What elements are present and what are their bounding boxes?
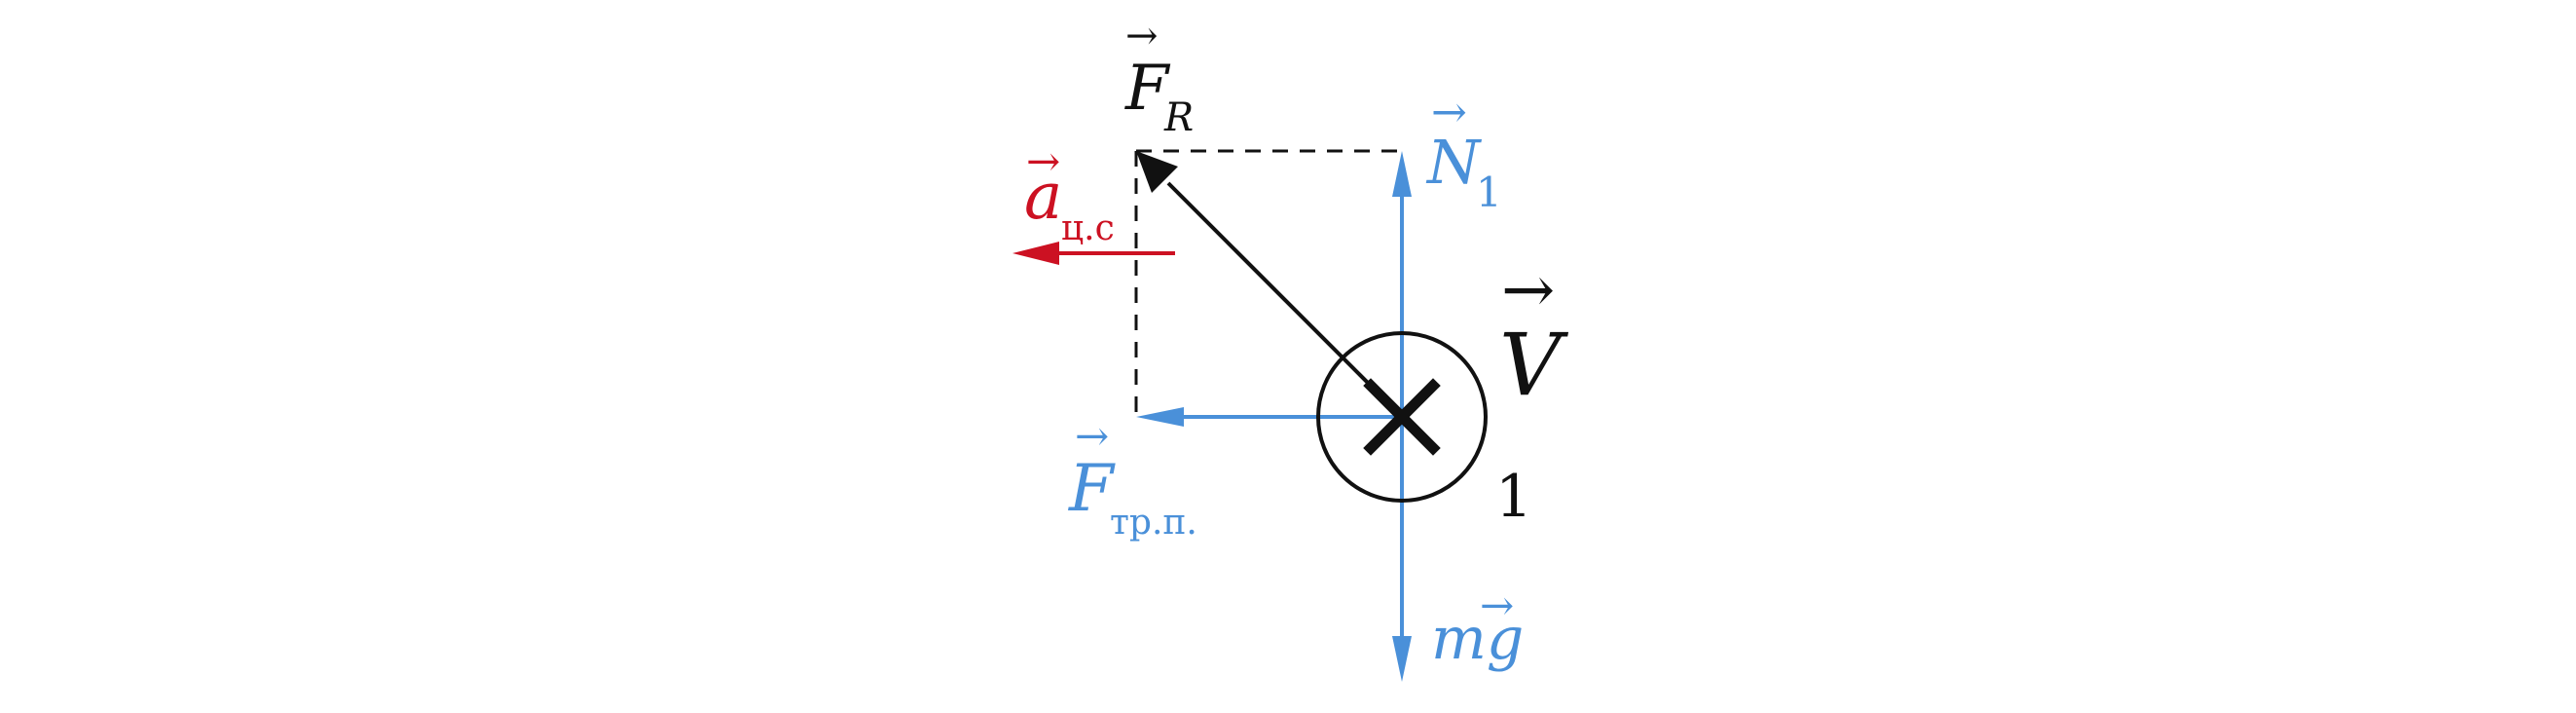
friction-arrow-glyph: →: [1075, 412, 1109, 460]
resultant-subscript: R: [1163, 95, 1194, 140]
friction-force-arrowhead: [1136, 407, 1184, 427]
velocity-letter: V: [1499, 315, 1569, 415]
acceleration-label: → a ц.с: [1024, 137, 1115, 248]
normal-arrow-glyph: →: [1431, 88, 1467, 137]
gravity-arrow-glyph: →: [1480, 582, 1514, 629]
point-number: 1: [1495, 463, 1532, 531]
resultant-arrow-glyph: →: [1125, 14, 1159, 58]
into-page-cross-icon: [1363, 378, 1441, 456]
acceleration-arrowhead: [1012, 242, 1059, 265]
normal-letter: N: [1425, 127, 1483, 198]
acceleration-arrow-glyph: →: [1026, 137, 1060, 185]
gravity-label: → mg: [1431, 582, 1524, 673]
resultant-letter: F: [1124, 53, 1171, 125]
resultant-force-arrowhead: [1136, 151, 1178, 193]
friction-letter: F: [1068, 451, 1116, 526]
normal-force-label: → N 1: [1425, 88, 1502, 216]
normal-subscript: 1: [1476, 169, 1502, 216]
resultant-force-shaft: [1166, 181, 1404, 419]
friction-subscript: тр.п.: [1110, 503, 1197, 543]
acceleration-letter: a: [1024, 159, 1062, 234]
gravity-letter: mg: [1431, 605, 1524, 673]
acceleration-subscript: ц.с: [1061, 208, 1115, 248]
velocity-label: → V: [1499, 252, 1569, 415]
velocity-arrow-glyph: →: [1501, 252, 1555, 327]
gravity-force-arrowhead: [1392, 636, 1412, 682]
friction-force-label: → F тр.п.: [1068, 412, 1197, 543]
body-circle: [1316, 331, 1488, 503]
resultant-force-label: → F R: [1124, 14, 1194, 140]
normal-force-arrowhead: [1392, 151, 1412, 197]
